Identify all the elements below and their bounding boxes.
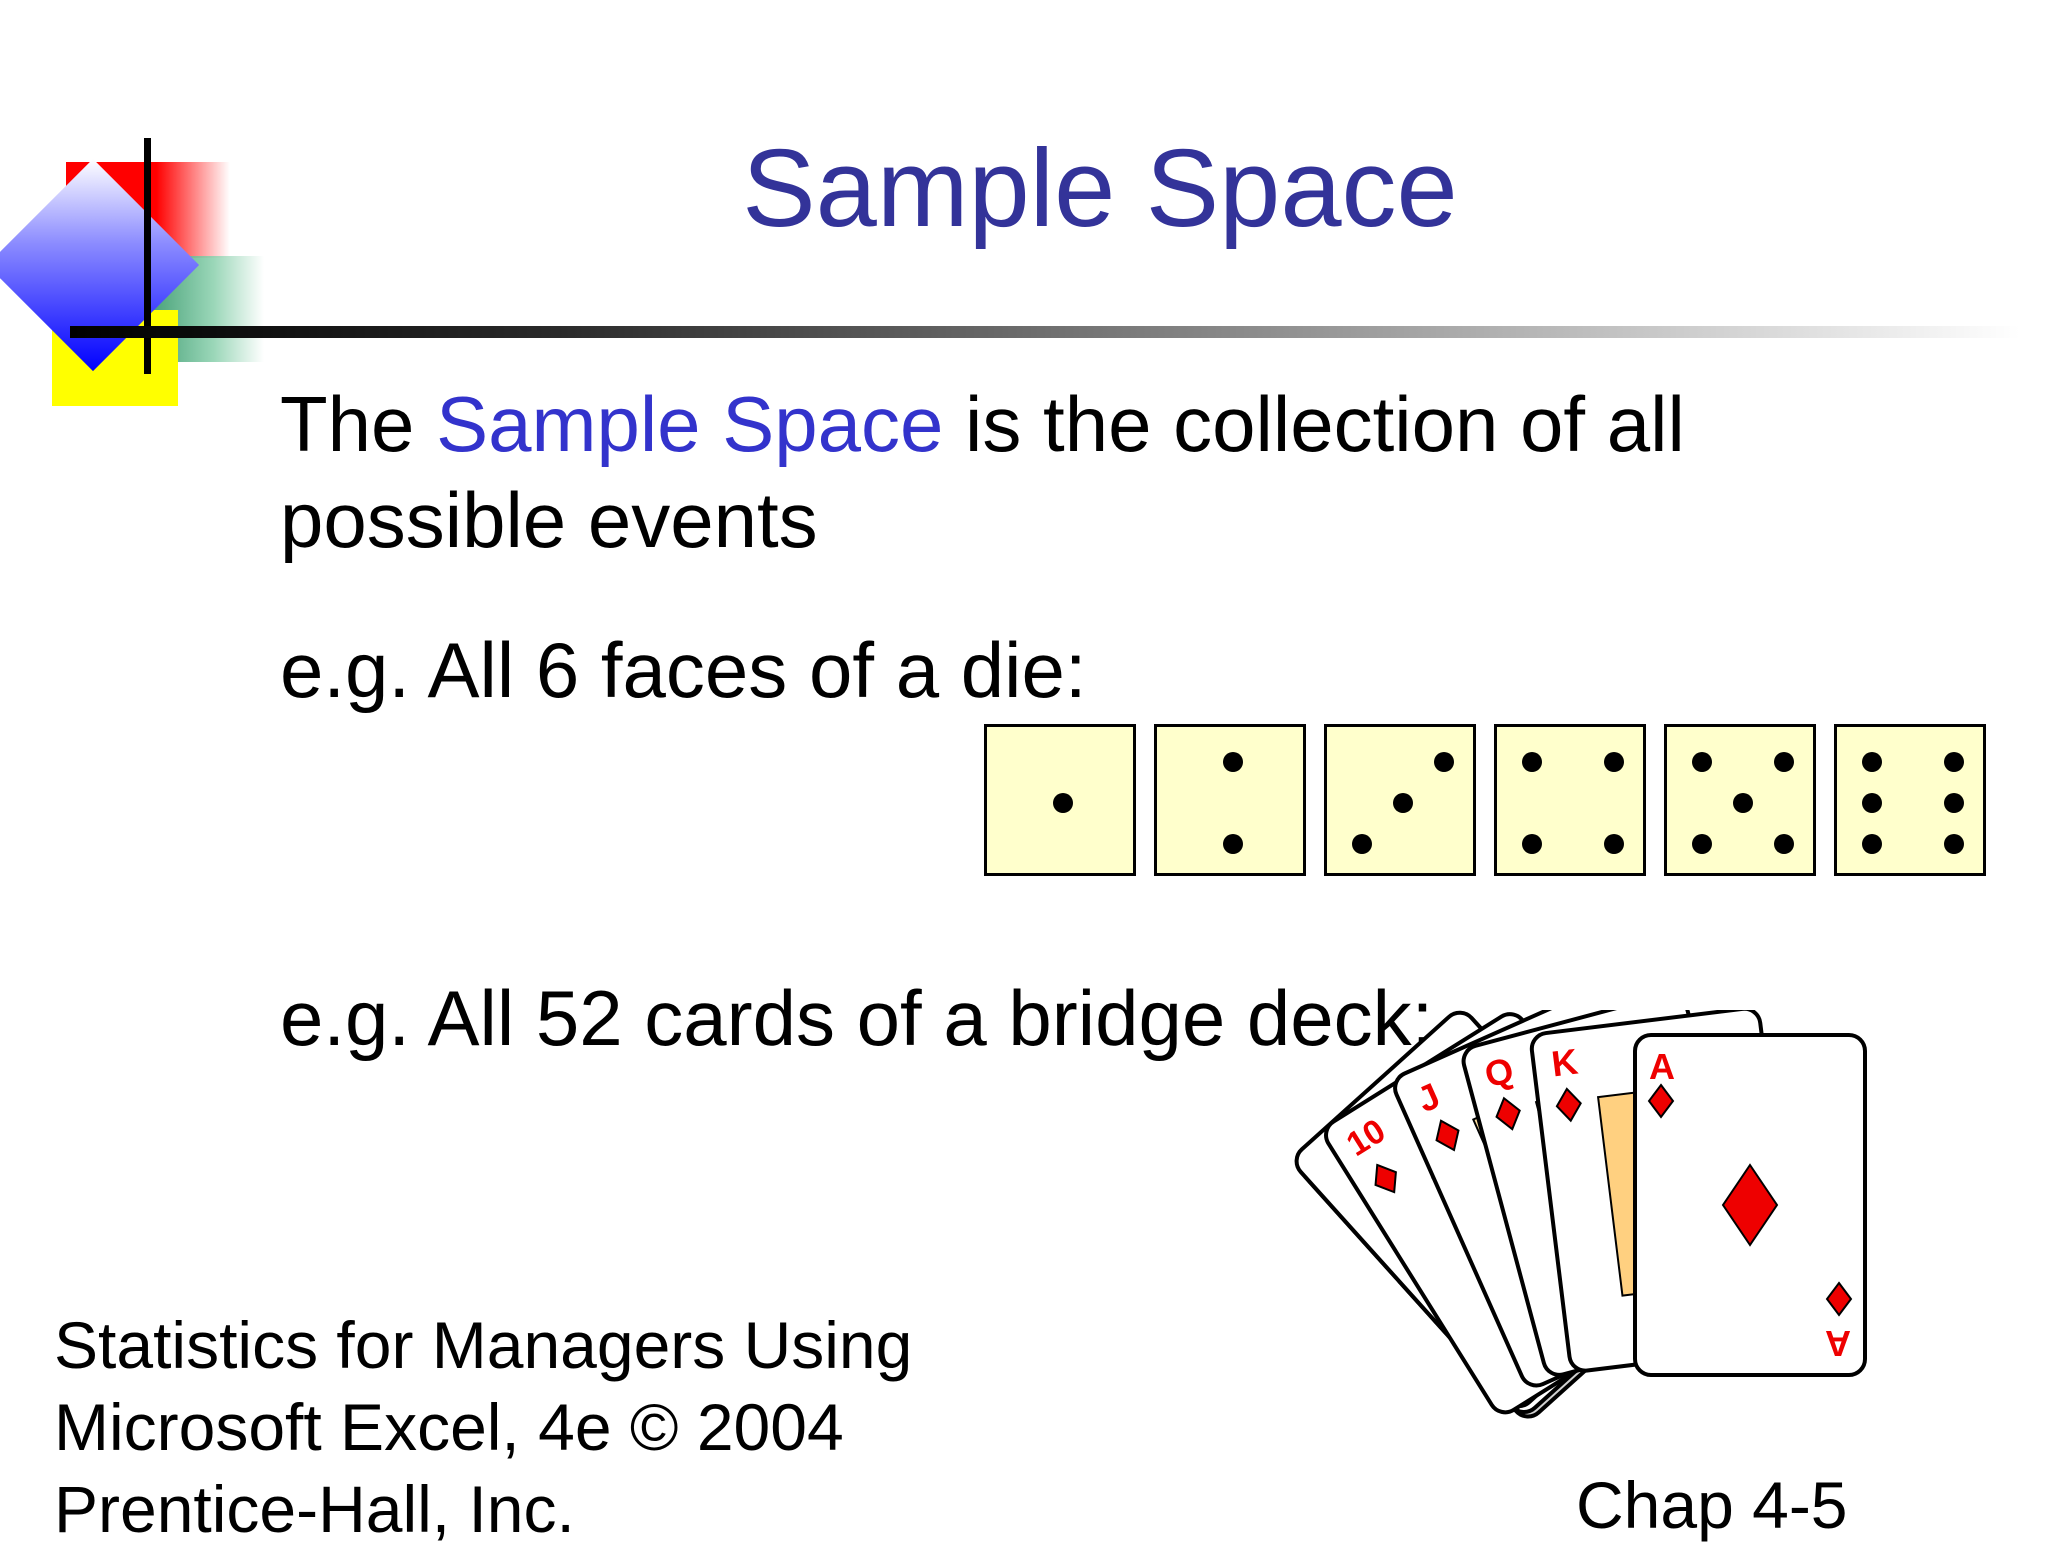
intro-line-2: possible events: [280, 476, 818, 564]
die-pip: [1223, 834, 1243, 854]
chapter-label: Chap 4-5: [1576, 1468, 1848, 1542]
die-pip: [1692, 752, 1712, 772]
die-pip: [1774, 834, 1794, 854]
dice-row: [984, 724, 1986, 876]
die-pip: [1223, 752, 1243, 772]
die-pip: [1862, 793, 1882, 813]
die-pip: [1522, 752, 1542, 772]
die-pip: [1692, 834, 1712, 854]
die-pip: [1352, 834, 1372, 854]
die-pip: [1522, 834, 1542, 854]
dice-example-text: e.g. All 6 faces of a die:: [280, 626, 1087, 714]
intro-after: is the collection of all: [943, 380, 1685, 468]
die-pip: [1944, 834, 1964, 854]
die-face-icon: [1834, 724, 1986, 876]
intro-line-1: The Sample Space is the collection of al…: [280, 376, 1685, 472]
sample-space-term: Sample Space: [436, 380, 944, 468]
intro-before: The: [280, 380, 437, 468]
die-face-icon: [984, 724, 1136, 876]
card-A: A A: [1633, 1033, 1867, 1377]
cards-example-text: e.g. All 52 cards of a bridge deck:: [280, 974, 1434, 1062]
die-pip: [1862, 752, 1882, 772]
die-pip: [1733, 793, 1753, 813]
die-pip: [1604, 752, 1624, 772]
footer-line-3: Prentice-Hall, Inc.: [54, 1472, 575, 1546]
die-pip: [1393, 793, 1413, 813]
die-face-icon: [1154, 724, 1306, 876]
title-rule: [70, 326, 2020, 338]
card-rank-K: K: [1549, 1041, 1580, 1085]
die-pip: [1434, 752, 1454, 772]
card-rank-A: A: [1649, 1046, 1675, 1087]
die-pip: [1862, 834, 1882, 854]
slide-title: Sample Space: [742, 127, 1458, 250]
die-pip: [1944, 793, 1964, 813]
footer-citation: Statistics for Managers Using Microsoft …: [54, 1304, 912, 1550]
die-face-icon: [1494, 724, 1646, 876]
die-face-icon: [1664, 724, 1816, 876]
card-rank-A-inverted: A: [1825, 1323, 1851, 1364]
logo-vertical-line: [144, 138, 151, 374]
die-pip: [1604, 834, 1624, 854]
playing-cards-icon: 10 J Q K A: [1294, 1010, 1867, 1421]
footer-line-1: Statistics for Managers Using: [54, 1308, 913, 1382]
die-pip: [1944, 752, 1964, 772]
die-pip: [1053, 793, 1073, 813]
die-pip: [1774, 752, 1794, 772]
footer-line-2: Microsoft Excel, 4e © 2004: [54, 1390, 844, 1464]
die-face-icon: [1324, 724, 1476, 876]
